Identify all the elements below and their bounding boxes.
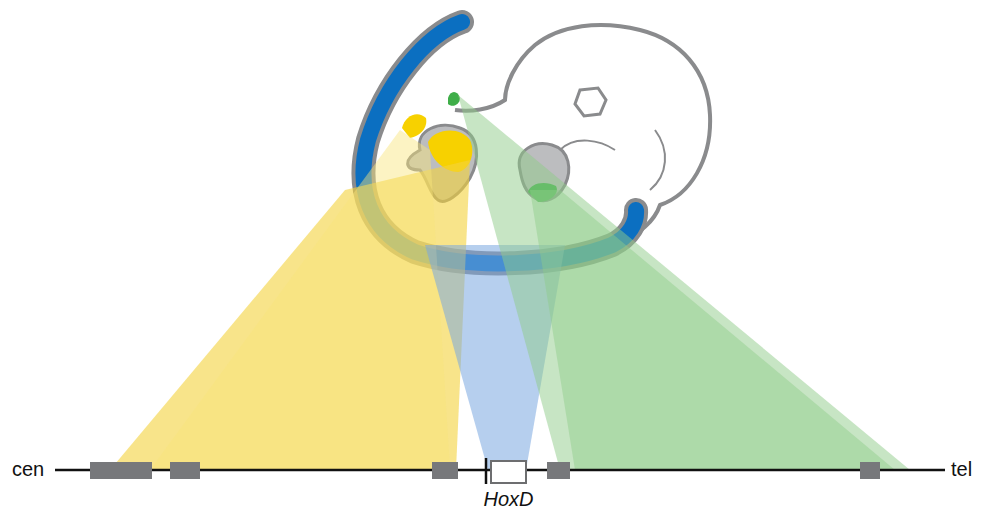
gene-label: HoxD (483, 488, 533, 510)
regulatory-cone (530, 190, 895, 470)
regulatory-element (90, 462, 152, 479)
face-line (650, 130, 665, 190)
gene-cluster-box: HoxD (490, 460, 527, 484)
regulatory-element (432, 462, 458, 479)
genital-bud (448, 92, 460, 106)
chromosome-end-label: tel (951, 458, 972, 480)
chromosome-end-label: cen (12, 458, 44, 480)
regulatory-element (547, 462, 570, 479)
eye (575, 88, 606, 116)
boundary-tick (485, 458, 488, 484)
regulatory-cone (458, 95, 910, 470)
regulatory-element (860, 462, 880, 479)
regulatory-element (170, 462, 200, 479)
regulatory-cone (150, 130, 450, 470)
face-line (560, 141, 615, 150)
